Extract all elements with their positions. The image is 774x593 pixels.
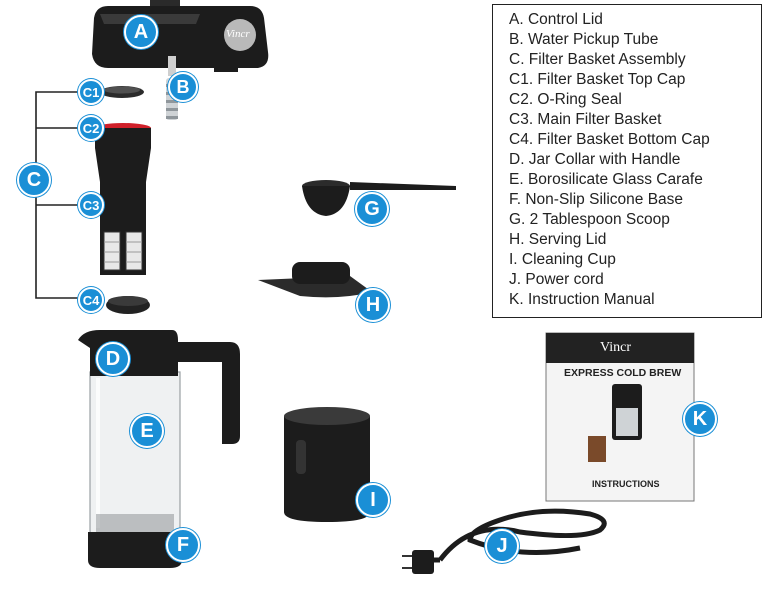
c-group-bracket — [35, 91, 78, 299]
badge-h: H — [356, 288, 390, 322]
legend-item: J. Power cord — [509, 271, 604, 288]
legend-item: K. Instruction Manual — [509, 291, 655, 308]
badge-f: F — [166, 528, 200, 562]
legend-item: C1. Filter Basket Top Cap — [509, 71, 686, 88]
legend-item: A. Control Lid — [509, 11, 603, 28]
badge-c2: C2 — [78, 115, 104, 141]
legend-item: I. Cleaning Cup — [509, 251, 616, 268]
badge-c4: C4 — [78, 287, 104, 313]
manual-brand: Vincr — [600, 340, 632, 355]
badge-a: A — [124, 15, 158, 49]
legend-item: F. Non-Slip Silicone Base — [509, 191, 684, 208]
scoop-image — [302, 180, 456, 216]
badge-c1: C1 — [78, 79, 104, 105]
badge-i: I — [356, 483, 390, 517]
badge-k: K — [683, 402, 717, 436]
serving-lid-image — [258, 262, 372, 298]
manual-footer: INSTRUCTIONS — [592, 479, 660, 489]
badge-g: G — [355, 192, 389, 226]
badge-c3: C3 — [78, 192, 104, 218]
main-filter-basket-image — [95, 123, 151, 275]
legend-item: E. Borosilicate Glass Carafe — [509, 171, 703, 188]
legend-item: C. Filter Basket Assembly — [509, 51, 686, 68]
legend-item: H. Serving Lid — [509, 231, 607, 248]
legend-item: D. Jar Collar with Handle — [509, 151, 681, 168]
legend-item: C2. O-Ring Seal — [509, 91, 622, 108]
legend-item: G. 2 Tablespoon Scoop — [509, 211, 670, 228]
badge-e: E — [130, 414, 164, 448]
legend-item: C4. Filter Basket Bottom Cap — [509, 131, 710, 148]
lid-logo: Vincr — [226, 28, 250, 40]
manual-image — [545, 332, 695, 502]
filter-bottom-cap-image — [106, 296, 150, 314]
badge-b: B — [168, 72, 198, 102]
badge-c: C — [17, 163, 51, 197]
badge-j: J — [485, 529, 519, 563]
parts-legend: A. Control Lid B. Water Pickup Tube C. F… — [492, 4, 762, 318]
badge-d: D — [96, 342, 130, 376]
legend-item: B. Water Pickup Tube — [509, 31, 659, 48]
manual-title: EXPRESS COLD BREW — [564, 367, 682, 379]
parts-list: A. Control Lid B. Water Pickup Tube C. F… — [509, 10, 761, 310]
cleaning-cup-image — [284, 407, 370, 522]
legend-item: C3. Main Filter Basket — [509, 111, 662, 128]
